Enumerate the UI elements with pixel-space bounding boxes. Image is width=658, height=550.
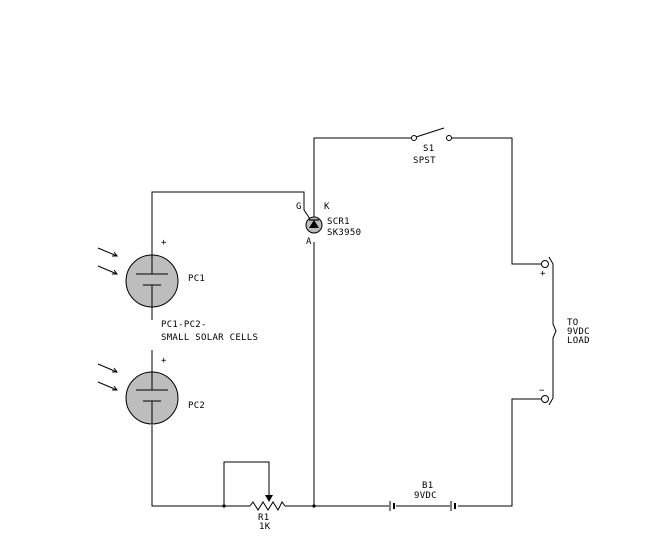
load-terminals: + − TO 9VDC LOAD [539, 256, 590, 406]
pc2-ref-label: PC2 [188, 401, 205, 411]
scr-anode-label: A [306, 237, 312, 247]
scr-part-label: SK3950 [327, 228, 361, 238]
battery-ref-label: B1 [422, 481, 433, 491]
load-plus-label: + [540, 269, 546, 279]
potentiometer-r1: R1 1K [249, 495, 286, 532]
light-arrows-icon [97, 363, 118, 391]
scr-ref-label: SCR1 [327, 217, 350, 227]
load-minus-label: − [539, 386, 545, 396]
light-arrows-icon [97, 247, 118, 275]
load-label-line1: TO [567, 318, 578, 328]
scr-gate-label: G [296, 202, 302, 212]
pot-ref-label: R1 [258, 513, 269, 523]
wires [151, 137, 541, 507]
junction-dot [222, 504, 226, 508]
pot-value-label: 1K [259, 522, 271, 532]
switch-s1: S1 SPST [411, 127, 452, 166]
cells-note-line2: SMALL SOLAR CELLS [161, 333, 258, 343]
solar-cell-pc1: + PC1 [97, 238, 205, 308]
battery-value-label: 9VDC [414, 491, 437, 501]
switch-ref-label: S1 [423, 144, 434, 154]
load-label-line2: 9VDC [567, 327, 590, 337]
solar-cell-pc2: + PC2 [97, 356, 205, 425]
cells-note-line1: PC1-PC2- [161, 320, 207, 330]
scr-symbol: G K A SCR1 SK3950 [296, 202, 361, 247]
junction-dot [312, 504, 316, 508]
pc2-polarity-label: + [161, 356, 167, 366]
switch-type-label: SPST [413, 156, 436, 166]
scr-cathode-label: K [324, 202, 330, 212]
load-label-line3: LOAD [567, 336, 590, 346]
pc1-ref-label: PC1 [188, 274, 205, 284]
pc1-polarity-label: + [161, 238, 167, 248]
battery-b1 [389, 501, 456, 511]
